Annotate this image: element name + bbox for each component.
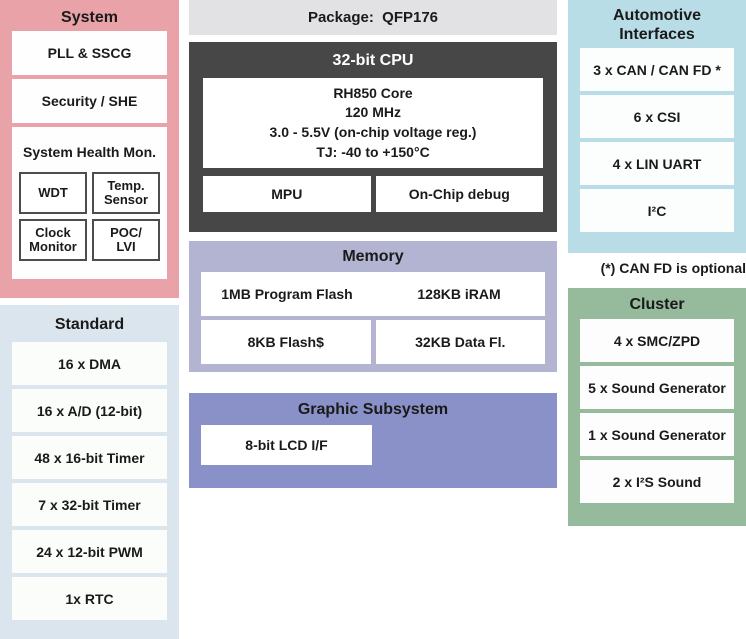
graphic-subsystem-panel: Graphic Subsystem 8-bit LCD I/F [189,393,557,488]
system-health-monitor-grid: WDT Temp. Sensor Clock Monitor POC/ LVI [19,172,160,262]
block-program-flash: 1MB Program Flash [221,286,353,303]
memory-row-1: 1MB Program Flash 128KB iRAM [201,272,545,317]
block-on-chip-debug: On-Chip debug [375,176,543,212]
memory-panel: Memory 1MB Program Flash 128KB iRAM 8KB … [189,241,557,372]
block-sound-generator-1: 1 x Sound Generator [580,413,734,457]
cpu-core-voltage: 3.0 - 5.5V (on-chip voltage reg.) [269,124,477,140]
block-poc-lvi: POC/ LVI [92,219,160,262]
automotive-interfaces-title: Automotive Interfaces [613,7,701,44]
system-panel: System PLL & SSCG Security / SHE System … [0,0,179,298]
package-bar: Package: QFP176 [189,0,557,35]
cpu-core-frequency: 120 MHz [344,104,402,121]
block-32bit-timer: 7 x 32-bit Timer [12,483,167,527]
block-pll-sscg: PLL & SSCG [12,31,167,76]
block-security-she: Security / SHE [12,79,167,124]
automotive-interfaces-panel: Automotive Interfaces 3 x CAN / CAN FD *… [568,0,746,253]
standard-panel: Standard 16 x DMA 16 x A/D (12-bit) 48 x… [0,305,179,639]
block-lcd-interface: 8-bit LCD I/F [201,425,372,466]
block-smc-zpd: 4 x SMC/ZPD [580,319,734,363]
block-clock-monitor: Clock Monitor [19,219,87,262]
cpu-panel-title: 32-bit CPU [332,52,414,69]
block-lin-uart: 4 x LIN UART [580,142,734,186]
block-temp-sensor: Temp. Sensor [92,172,160,215]
cpu-core-block: RH850 Core 120 MHz 3.0 - 5.5V (on-chip v… [203,78,543,168]
block-i2c: I²C [580,189,734,233]
block-16bit-timer: 48 x 16-bit Timer [12,436,167,480]
cpu-subblocks-row: MPU On-Chip debug [203,176,543,212]
block-adc: 16 x A/D (12-bit) [12,389,167,433]
block-flash-cache: 8KB Flash$ [201,320,371,365]
cpu-panel: 32-bit CPU RH850 Core 120 MHz 3.0 - 5.5V… [189,42,557,232]
block-data-flash: 32KB Data Fl. [375,320,545,365]
block-iram: 128KB iRAM [417,286,501,303]
block-sound-generator-5: 5 x Sound Generator [580,366,734,410]
block-rtc: 1x RTC [12,577,167,621]
block-wdt: WDT [19,172,87,215]
memory-row-2: 8KB Flash$ 32KB Data Fl. [201,320,545,365]
memory-panel-title: Memory [342,248,404,265]
block-csi: 6 x CSI [580,95,734,139]
graphic-subsystem-title: Graphic Subsystem [297,401,449,418]
block-i2s-sound: 2 x I²S Sound [580,460,734,504]
can-fd-footnote: (*) CAN FD is optional [600,260,746,276]
standard-panel-title: Standard [54,316,125,333]
system-panel-title: System [61,9,118,26]
block-mpu: MPU [203,176,371,212]
cpu-core-name: RH850 Core [333,84,413,101]
block-dma: 16 x DMA [12,342,167,386]
system-health-monitor-title: System Health Mon. [22,144,157,161]
block-can: 3 x CAN / CAN FD * [580,48,734,92]
cluster-panel: Cluster 4 x SMC/ZPD 5 x Sound Generator … [568,288,746,526]
block-pwm: 24 x 12-bit PWM [12,530,167,574]
system-health-monitor-block: System Health Mon. WDT Temp. Sensor Cloc… [12,127,167,280]
cluster-panel-title: Cluster [629,296,685,313]
cpu-core-temperature: TJ: -40 to +150°C [316,143,430,160]
